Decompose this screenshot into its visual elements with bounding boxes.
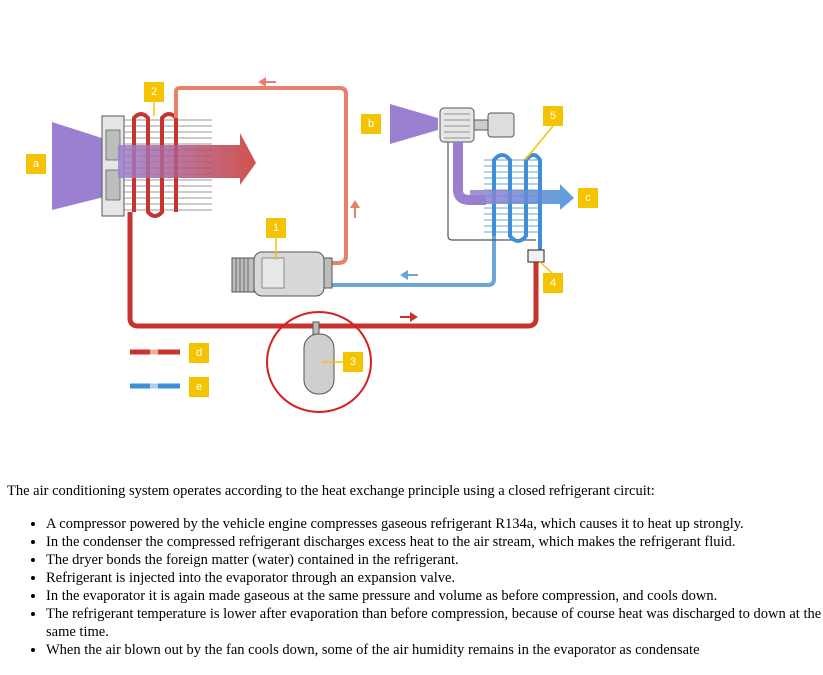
list-item: In the condenser the compressed refriger…: [46, 533, 823, 551]
label-d: d: [189, 343, 209, 363]
list-item: In the evaporator it is again made gaseo…: [46, 587, 823, 605]
process-steps-list: A compressor powered by the vehicle engi…: [0, 515, 823, 659]
label-5: 5: [543, 106, 563, 126]
label-2: 2: [144, 82, 164, 102]
suction-line: [326, 198, 496, 287]
svg-text:3: 3: [350, 356, 356, 368]
label-e: e: [189, 377, 209, 397]
list-item: The refrigerant temperature is lower aft…: [46, 605, 823, 641]
label-a: a: [26, 154, 46, 174]
label-c: c: [578, 188, 598, 208]
svg-text:2: 2: [151, 86, 157, 98]
hot-air-arrow: [118, 133, 256, 185]
list-item: A compressor powered by the vehicle engi…: [46, 515, 823, 533]
flow-arrow-left-icon: [258, 77, 276, 87]
ac-circuit-diagram: a b c d e 1 2 3 4 5: [26, 77, 598, 413]
cold-air-arrow: [470, 184, 574, 210]
blower: [390, 104, 515, 144]
dryer: [303, 321, 335, 395]
svg-text:4: 4: [550, 277, 556, 289]
inlet-air-funnel: [52, 122, 108, 210]
evaporator: [447, 142, 574, 250]
svg-text:b: b: [368, 118, 374, 130]
svg-text:5: 5: [550, 110, 556, 122]
intro-paragraph: The air conditioning system operates acc…: [7, 483, 655, 499]
svg-text:1: 1: [273, 222, 279, 234]
label-4: 4: [543, 273, 563, 293]
expansion-valve: [527, 249, 545, 263]
svg-text:c: c: [585, 192, 591, 204]
liquid-line: [127, 212, 539, 329]
label-3: 3: [343, 352, 363, 372]
flow-arrow-right-icon: [400, 312, 418, 322]
flow-arrow-left-blue-icon: [400, 270, 418, 280]
svg-text:a: a: [33, 158, 40, 170]
compressor: [231, 251, 333, 297]
list-item: Refrigerant is injected into the evapora…: [46, 569, 823, 587]
label-1: 1: [266, 218, 286, 238]
list-item: When the air blown out by the fan cools …: [46, 641, 823, 659]
label-b: b: [361, 114, 381, 134]
svg-text:e: e: [196, 381, 202, 393]
list-item: The dryer bonds the foreign matter (wate…: [46, 551, 823, 569]
svg-text:d: d: [196, 347, 202, 359]
annotation-circle: [266, 311, 372, 413]
flow-arrow-up-icon: [350, 200, 360, 218]
hot-gas-line: [174, 77, 360, 265]
